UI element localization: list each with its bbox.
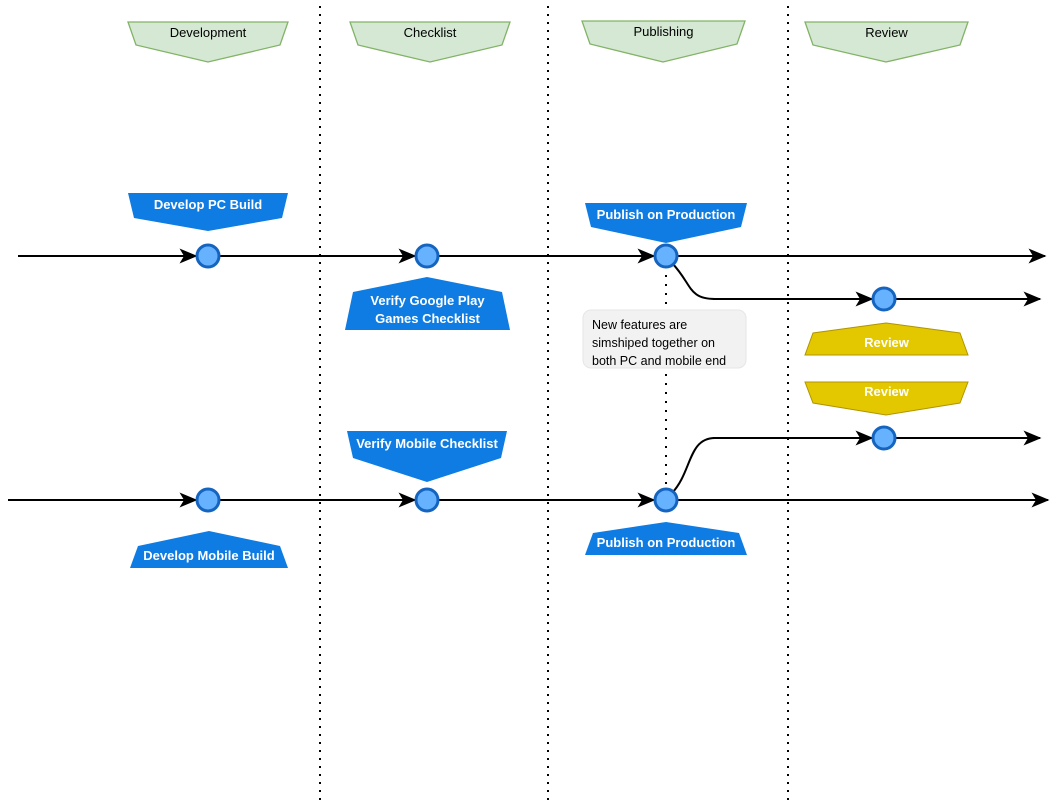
phase-banner-development: [127, 21, 289, 63]
mobile-branch-curve: [671, 437, 716, 494]
event-banner-verify-mobile: [347, 431, 507, 482]
event-banner-verify-google-play: [345, 277, 510, 330]
node-verify-mobile: [414, 487, 440, 513]
pc-branch-curve: [671, 262, 716, 300]
event-banner-develop-pc: [128, 193, 288, 231]
event-banner-develop-mobile: [130, 531, 288, 568]
node-develop-mobile: [195, 487, 221, 513]
node-publish-pc: [653, 243, 679, 269]
phase-banner-review: [804, 21, 969, 63]
note-text: New features are simshiped together on b…: [592, 318, 727, 368]
phase-banner-checklist: [349, 21, 511, 63]
review-banner-pc: [804, 322, 969, 356]
node-verify-pc: [414, 243, 440, 269]
node-review-mobile: [871, 425, 897, 451]
node-develop-pc: [195, 243, 221, 269]
event-banner-publish-pc: [585, 203, 747, 243]
note-box: [582, 309, 747, 369]
review-banner-mobile: [804, 381, 969, 416]
node-publish-mobile: [653, 487, 679, 513]
node-review-pc: [871, 286, 897, 312]
event-banner-publish-mobile: [585, 522, 747, 555]
phase-banner-publishing: [581, 20, 746, 63]
